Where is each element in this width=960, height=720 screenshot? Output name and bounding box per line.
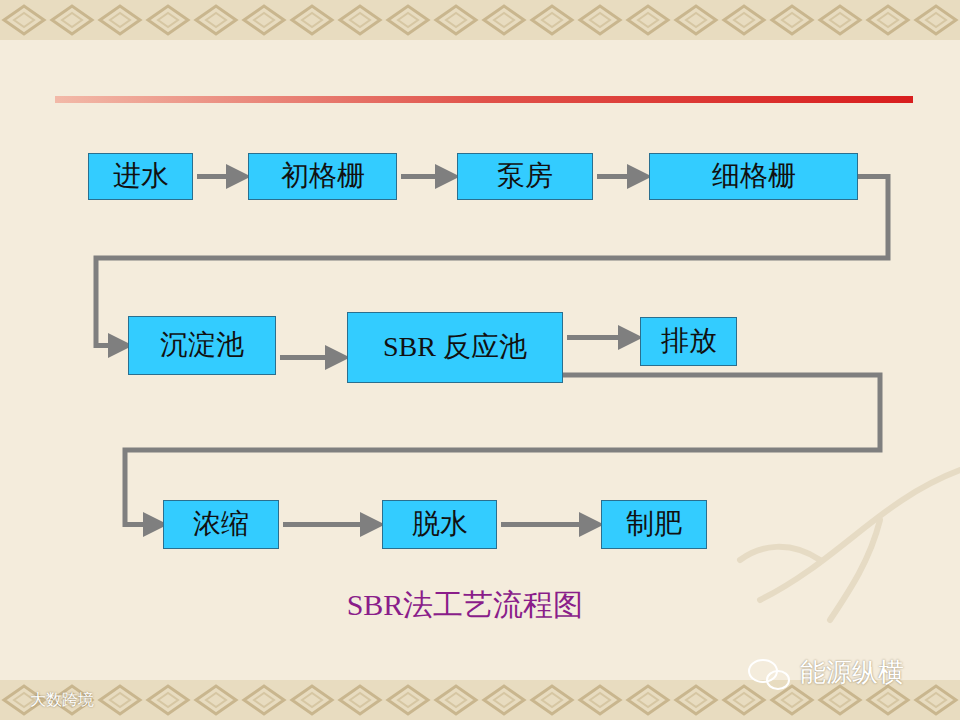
- flow-arrow: [280, 355, 345, 360]
- process-box: 制肥: [601, 500, 707, 549]
- flow-arrow: [567, 335, 638, 340]
- process-box: 浓缩: [163, 500, 279, 549]
- watermark-icon: [749, 660, 789, 689]
- box-label: SBR 反应池: [383, 332, 527, 363]
- process-box: 初格栅: [248, 153, 397, 200]
- box-label: 脱水: [412, 509, 468, 540]
- process-box: 进水: [88, 153, 193, 200]
- box-label: 初格栅: [281, 161, 365, 192]
- process-box: SBR 反应池: [347, 312, 563, 383]
- box-label: 沉淀池: [160, 330, 244, 361]
- flow-arrow: [597, 174, 647, 179]
- box-label: 制肥: [626, 509, 682, 540]
- flow-arrow: [283, 522, 380, 527]
- branch-decoration: [740, 470, 960, 620]
- process-box: 细格栅: [649, 153, 858, 200]
- top-border-band: [0, 0, 960, 40]
- box-label: 细格栅: [712, 161, 796, 192]
- accent-rule: [55, 96, 913, 103]
- flow-arrow: [197, 174, 246, 179]
- process-box: 排放: [640, 317, 737, 366]
- flow-arrow: [501, 522, 599, 527]
- process-box: 沉淀池: [128, 316, 276, 375]
- watermark: 大数跨境: [30, 690, 94, 711]
- process-box: 脱水: [382, 500, 497, 549]
- flow-arrow: [401, 174, 455, 179]
- box-label: 泵房: [497, 161, 553, 192]
- box-label: 进水: [113, 161, 169, 192]
- process-box: 泵房: [457, 153, 593, 200]
- box-label: 排放: [661, 326, 717, 357]
- watermark: 能源纵横: [800, 655, 904, 690]
- caption: SBR法工艺流程图: [347, 585, 584, 626]
- box-label: 浓缩: [193, 509, 249, 540]
